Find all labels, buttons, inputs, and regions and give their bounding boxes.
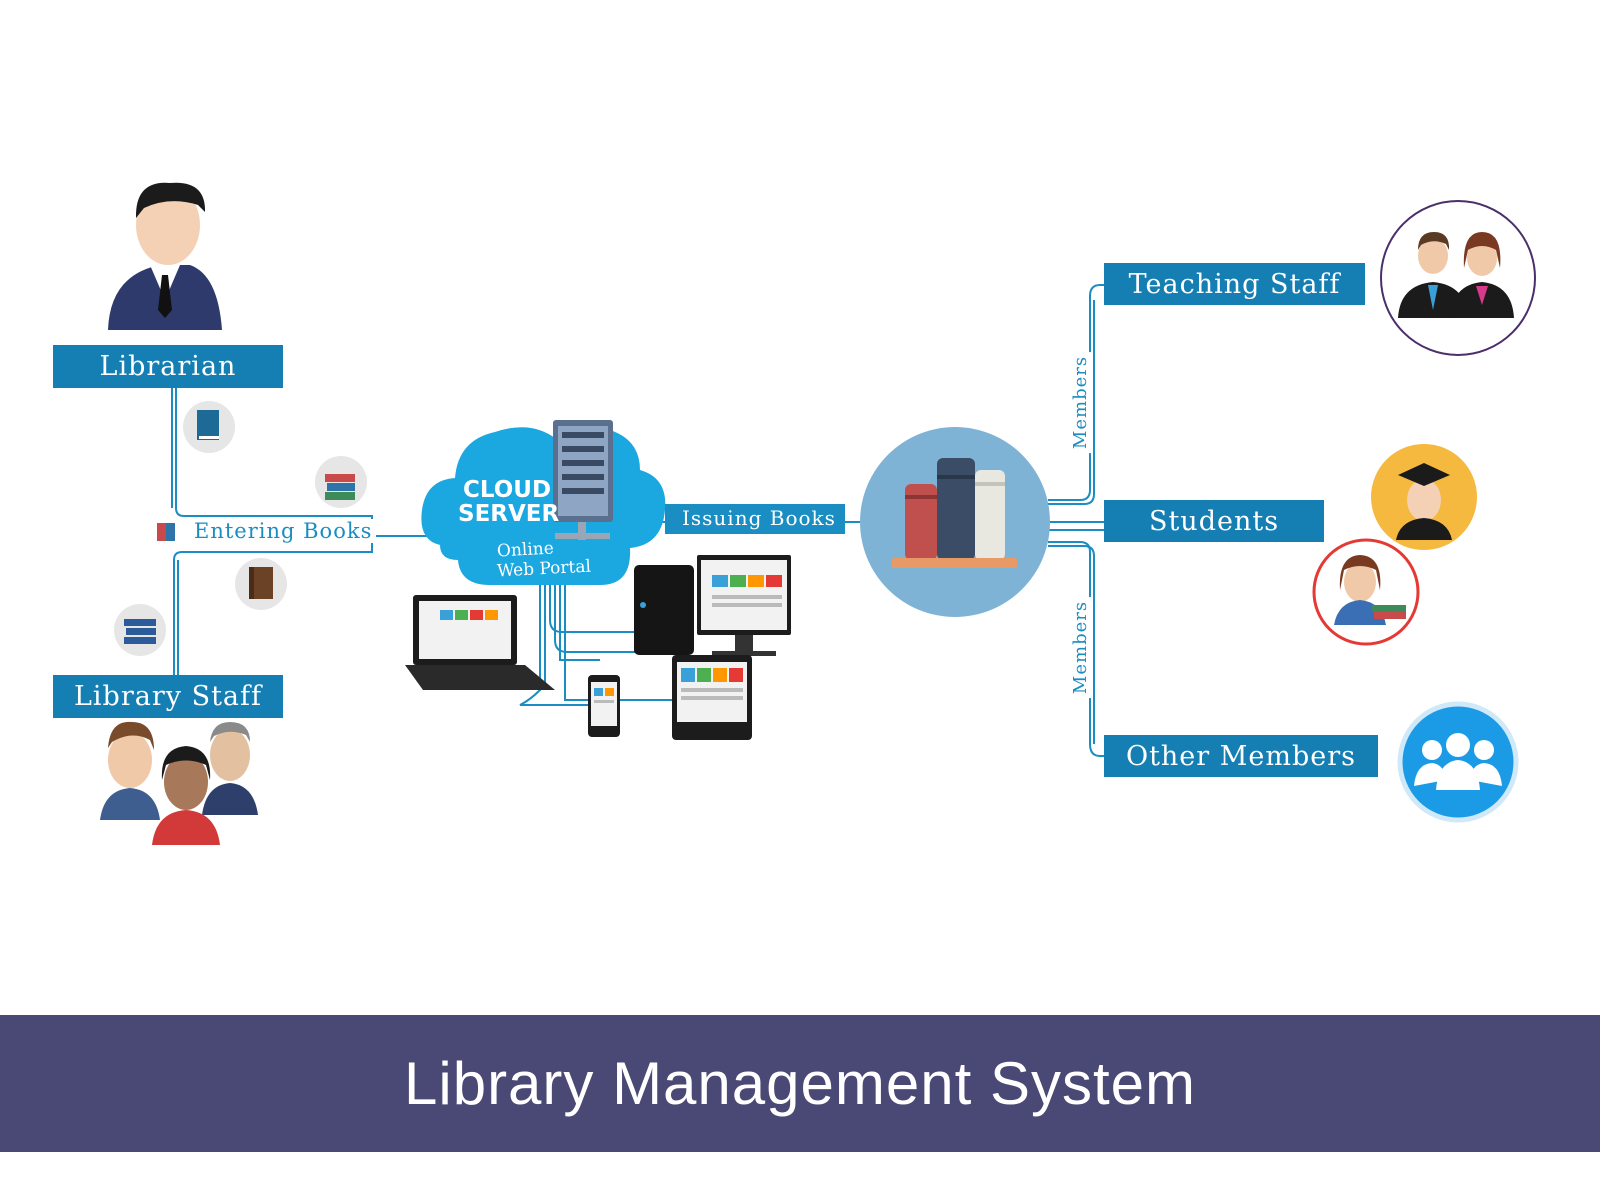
- monitor-icon: [697, 555, 791, 656]
- librarian-label: Librarian: [53, 345, 283, 388]
- small-book-icon: [157, 523, 175, 541]
- other-members-label: Other Members: [1104, 735, 1378, 777]
- librarian-avatar-icon: [108, 182, 222, 330]
- laptop-icon: [405, 595, 555, 690]
- books-stack-icon: [315, 456, 367, 508]
- teaching-staff-label: Teaching Staff: [1104, 263, 1365, 305]
- teaching-staff-icon: [1380, 200, 1536, 356]
- smartphone-icon: [588, 675, 620, 737]
- blue-books-icon: [114, 604, 166, 656]
- cloud-server-title-line1: CLOUD: [463, 477, 552, 503]
- page-title: Library Management System: [404, 1050, 1196, 1117]
- cloud-server-icon: [421, 420, 666, 585]
- other-members-icon: [1397, 701, 1519, 823]
- students-label: Students: [1104, 500, 1324, 542]
- cloud-server-title-line2: SERVER: [458, 501, 560, 527]
- members-label-upper: Members: [1070, 351, 1092, 454]
- library-staff-group-icon: [100, 721, 258, 845]
- issuing-books-bar: [665, 504, 845, 534]
- entering-books-label: Entering Books: [190, 519, 377, 543]
- library-hub-icon: [860, 427, 1050, 617]
- book-icon: [183, 401, 235, 453]
- tablet-icon: [672, 655, 752, 740]
- members-label-lower: Members: [1070, 596, 1092, 699]
- library-staff-label: Library Staff: [53, 675, 283, 718]
- brown-book-icon: [235, 558, 287, 610]
- desktop-tower-icon: [634, 565, 694, 655]
- graduate-student-icon: [1371, 444, 1477, 550]
- issuing-books-label: Issuing Books: [682, 506, 836, 530]
- title-bar: Library Management System: [0, 1015, 1600, 1152]
- female-student-icon: [1312, 538, 1420, 646]
